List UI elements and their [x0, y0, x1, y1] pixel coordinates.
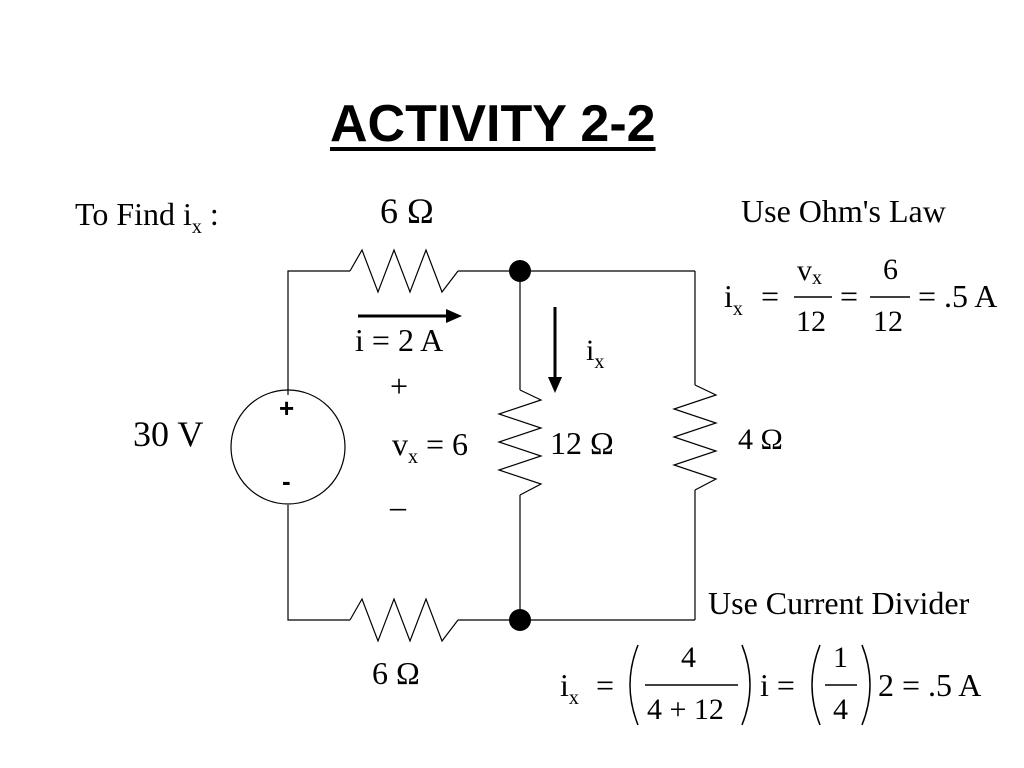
ohm-num1-subscript: x	[812, 267, 822, 289]
vx-label: vx = 6	[392, 426, 469, 468]
ohm-lhs-subscript: x	[732, 298, 743, 320]
divider-paren-close-1	[741, 644, 751, 726]
ix-arrow-head	[548, 377, 562, 393]
to-find-colon: :	[201, 196, 219, 232]
divider-lhs-text: i	[560, 667, 569, 703]
current-i-label: i = 2 A	[355, 322, 444, 358]
divider-mid: i =	[760, 667, 795, 703]
resistor-top	[349, 248, 459, 294]
resistor-4	[672, 384, 718, 491]
divider-numerator-2: 1	[833, 641, 848, 674]
to-find-text: To Find i	[75, 196, 192, 232]
divider-paren-open-1	[629, 644, 639, 726]
resistor-12-label: 12 Ω	[550, 425, 614, 461]
ix-arrow-label: ix	[586, 334, 604, 373]
current-arrow-head	[446, 309, 462, 323]
divider-paren-open-2	[811, 644, 821, 726]
to-find-label: To Find ix :	[75, 196, 219, 238]
divider-denominator-1: 4 + 12	[647, 693, 724, 726]
ohm-eq-1: =	[761, 278, 780, 314]
resistor-12	[497, 389, 543, 496]
resistor-top-label: 6 Ω	[380, 191, 434, 231]
node-bottom	[509, 609, 531, 631]
vx-value: = 6	[418, 426, 469, 462]
source-voltage-label: 30 V	[133, 414, 204, 454]
ix-arrow-text: i	[586, 334, 595, 367]
divider-eq-1: =	[596, 667, 615, 703]
divider-lhs-subscript: x	[568, 687, 579, 709]
ohm-num1-text: v	[797, 254, 812, 287]
ohm-heading: Use Ohm's Law	[741, 193, 946, 229]
divider-result: 2 = .5 A	[878, 667, 982, 703]
ohm-denominator-2: 12	[873, 305, 903, 338]
source-plus-sign: +	[279, 393, 295, 423]
resistor-bottom	[349, 597, 459, 643]
divider-lhs: ix	[560, 667, 579, 709]
voltage-source	[230, 389, 346, 505]
ohm-lhs: ix	[724, 278, 743, 320]
wire-left-bottom	[287, 505, 350, 621]
ix-arrow-subscript: x	[594, 351, 605, 373]
source-minus-sign: -	[282, 466, 291, 496]
divider-heading: Use Current Divider	[708, 585, 970, 621]
page-title: ACTIVITY 2-2	[330, 95, 656, 153]
vx-subscript: x	[408, 446, 418, 468]
ohm-numerator-2: 6	[883, 253, 898, 286]
divider-paren-close-2	[861, 644, 871, 726]
vx-minus-sign: –	[390, 488, 406, 524]
divider-numerator-1: 4	[681, 641, 696, 674]
to-find-subscript: x	[191, 216, 202, 238]
ohm-result: = .5 A	[918, 278, 998, 314]
ohm-denominator-1: 12	[796, 305, 826, 338]
ohm-lhs-text: i	[724, 278, 733, 314]
vx-plus-sign: +	[390, 368, 409, 404]
divider-denominator-2: 4	[833, 693, 848, 726]
wire-left-top	[287, 270, 350, 395]
node-top	[509, 260, 531, 282]
resistor-bottom-label: 6 Ω	[372, 655, 420, 691]
vx-text: v	[392, 426, 408, 462]
ohm-eq-2: =	[840, 278, 859, 314]
ohm-numerator-1: vx	[797, 254, 822, 289]
resistor-4-label: 4 Ω	[738, 423, 783, 456]
